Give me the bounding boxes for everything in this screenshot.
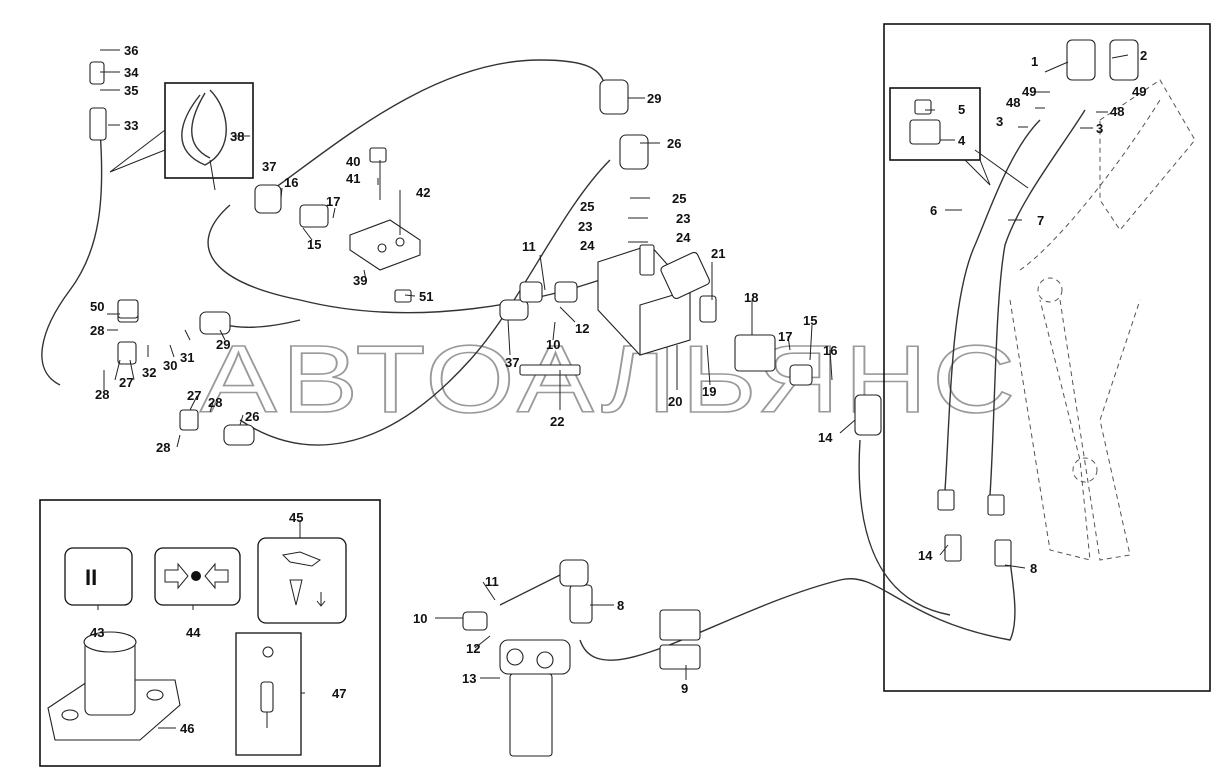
manifold-block bbox=[349, 219, 421, 271]
label-1: 1 bbox=[1031, 54, 1038, 69]
label-31: 31 bbox=[180, 350, 194, 365]
label-28: 28 bbox=[90, 323, 104, 338]
label-19: 19 bbox=[702, 384, 716, 399]
label-24b: 24 bbox=[676, 230, 691, 245]
boom-outline bbox=[1009, 79, 1196, 561]
label-10: 10 bbox=[546, 337, 560, 352]
label-36: 36 bbox=[124, 43, 138, 58]
label-29b: 29 bbox=[216, 337, 230, 352]
label-3: 3 bbox=[996, 114, 1003, 129]
label-42: 42 bbox=[416, 185, 430, 200]
label-28c: 28 bbox=[208, 395, 222, 410]
label-6: 6 bbox=[930, 203, 937, 218]
lever-icon bbox=[281, 551, 322, 567]
label-20: 20 bbox=[668, 394, 682, 409]
legend-symbols: II bbox=[47, 537, 347, 756]
label-28d: 28 bbox=[156, 440, 170, 455]
label-25: 25 bbox=[580, 199, 594, 214]
label-23b: 23 bbox=[676, 211, 690, 226]
label-26: 26 bbox=[667, 136, 681, 151]
arrow-left-icon bbox=[204, 562, 229, 590]
label-49b: 49 bbox=[1132, 84, 1146, 99]
arrow-right-icon bbox=[164, 562, 189, 590]
pause-symbol-text: II bbox=[85, 565, 97, 590]
label-16: 16 bbox=[284, 175, 298, 190]
label-11b: 11 bbox=[485, 574, 499, 589]
label-23: 23 bbox=[578, 219, 592, 234]
label-29: 29 bbox=[647, 91, 661, 106]
label-47: 47 bbox=[332, 686, 346, 701]
watermark: АВТОАЛЬЯНС bbox=[200, 326, 1020, 433]
label-25b: 25 bbox=[672, 191, 686, 206]
tie-strap-callout bbox=[109, 82, 254, 179]
label-32: 32 bbox=[142, 365, 156, 380]
filter bbox=[499, 639, 571, 757]
label-21: 21 bbox=[711, 246, 725, 261]
label-40: 40 bbox=[346, 154, 360, 169]
label-45: 45 bbox=[289, 510, 303, 525]
label-24: 24 bbox=[580, 238, 595, 253]
label-8b: 8 bbox=[617, 598, 624, 613]
leader-lines bbox=[97, 49, 1129, 729]
symbol-legend-frame bbox=[39, 499, 381, 767]
label-5: 5 bbox=[958, 102, 965, 117]
label-49: 49 bbox=[1022, 84, 1036, 99]
valve-block bbox=[597, 244, 717, 356]
label-37b: 37 bbox=[505, 355, 519, 370]
dot-icon bbox=[191, 571, 201, 581]
label-37: 37 bbox=[262, 159, 276, 174]
label-38: 38 bbox=[230, 129, 244, 144]
pause-symbol bbox=[64, 547, 133, 606]
label-48: 48 bbox=[1006, 95, 1020, 110]
label-2: 2 bbox=[1140, 48, 1147, 63]
label-33: 33 bbox=[124, 118, 138, 133]
label-39: 39 bbox=[353, 273, 367, 288]
label-17b: 17 bbox=[778, 329, 792, 344]
label-12b: 12 bbox=[466, 641, 480, 656]
label-3b: 3 bbox=[1096, 121, 1103, 136]
label-35: 35 bbox=[124, 83, 138, 98]
label-27: 27 bbox=[119, 375, 133, 390]
label-14b: 14 bbox=[918, 548, 933, 563]
label-41: 41 bbox=[346, 171, 360, 186]
clamp-callout bbox=[889, 87, 1029, 189]
label-15: 15 bbox=[307, 237, 321, 252]
label-26b: 26 bbox=[245, 409, 259, 424]
label-28b: 28 bbox=[95, 387, 109, 402]
label-15b: 15 bbox=[803, 313, 817, 328]
boom-inset-frame bbox=[883, 23, 1211, 692]
label-46: 46 bbox=[180, 721, 194, 736]
label-13: 13 bbox=[462, 671, 476, 686]
label-11: 11 bbox=[522, 239, 536, 254]
label-9: 9 bbox=[681, 681, 688, 696]
pin-icon bbox=[289, 579, 303, 606]
label-50: 50 bbox=[90, 299, 104, 314]
label-10b: 10 bbox=[413, 611, 427, 626]
label-17: 17 bbox=[326, 194, 340, 209]
label-22: 22 bbox=[550, 414, 564, 429]
label-48b: 48 bbox=[1110, 104, 1124, 119]
label-7: 7 bbox=[1037, 213, 1044, 228]
label-51: 51 bbox=[419, 289, 433, 304]
label-16b: 16 bbox=[823, 343, 837, 358]
label-4: 4 bbox=[958, 133, 966, 148]
label-12: 12 bbox=[575, 321, 589, 336]
part-labels: 36 34 35 33 38 37 16 17 15 39 40 41 42 5… bbox=[90, 43, 1147, 736]
label-18: 18 bbox=[744, 290, 758, 305]
fittings bbox=[89, 39, 1139, 670]
label-27b: 27 bbox=[187, 388, 201, 403]
label-43: 43 bbox=[90, 625, 104, 640]
label-34: 34 bbox=[124, 65, 139, 80]
label-8: 8 bbox=[1030, 561, 1037, 576]
label-30: 30 bbox=[163, 358, 177, 373]
label-14: 14 bbox=[818, 430, 833, 445]
label-44: 44 bbox=[186, 625, 201, 640]
down-arrow-icon bbox=[316, 592, 326, 607]
